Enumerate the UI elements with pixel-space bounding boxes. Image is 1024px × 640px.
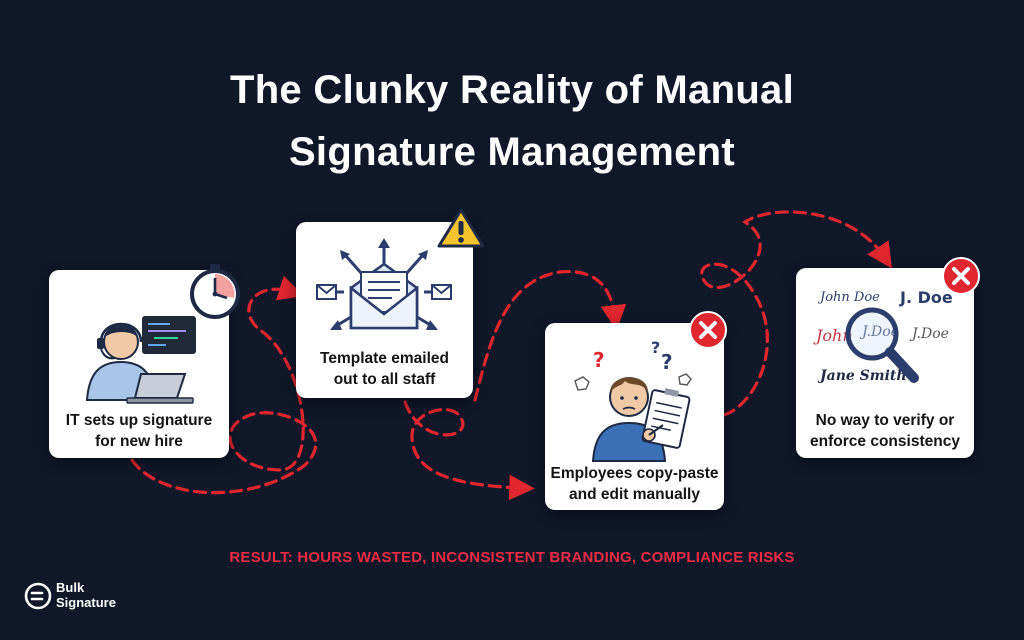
signature-sample-2: J. Doe xyxy=(900,288,953,307)
signature-sample-6: Jane Smith xyxy=(820,368,907,384)
magnifying-glass-icon xyxy=(845,307,919,383)
signature-sample-5: J.Doe xyxy=(912,326,949,342)
bulk-signature-logo-icon xyxy=(24,582,52,610)
step-card-verify: John Doe J. Doe John J.Doe J.Doe Jane Sm… xyxy=(796,257,980,458)
warning-icon xyxy=(437,208,485,248)
step-card-copy-paste: ? ? ? Employee xyxy=(545,311,727,510)
connector-2-3-top xyxy=(473,270,627,402)
page-title-line2: Signature Management xyxy=(288,130,736,174)
error-x-icon xyxy=(942,257,980,295)
svg-text:?: ? xyxy=(661,350,673,374)
email-broadcast-icon xyxy=(316,238,452,330)
page-title-line1: The Clunky Reality of Manual xyxy=(229,68,795,112)
result-banner: RESULT: HOURS WASTED, INCONSISTENT BRAND… xyxy=(229,549,795,566)
stopwatch-icon xyxy=(190,264,240,319)
signature-sample-3: John xyxy=(816,326,853,345)
connector-3-4 xyxy=(700,210,893,417)
connector-1-2 xyxy=(130,275,318,495)
connector-2-3 xyxy=(403,400,535,501)
error-x-icon xyxy=(689,311,727,349)
signature-sample-4: J.Doe xyxy=(862,324,899,340)
confused-employee-illustration-icon: ? ? ? xyxy=(574,338,692,462)
svg-text:?: ? xyxy=(651,338,660,357)
it-support-illustration-icon xyxy=(85,316,196,404)
signature-sample-1: John Doe xyxy=(820,290,880,305)
svg-text:?: ? xyxy=(593,348,605,372)
